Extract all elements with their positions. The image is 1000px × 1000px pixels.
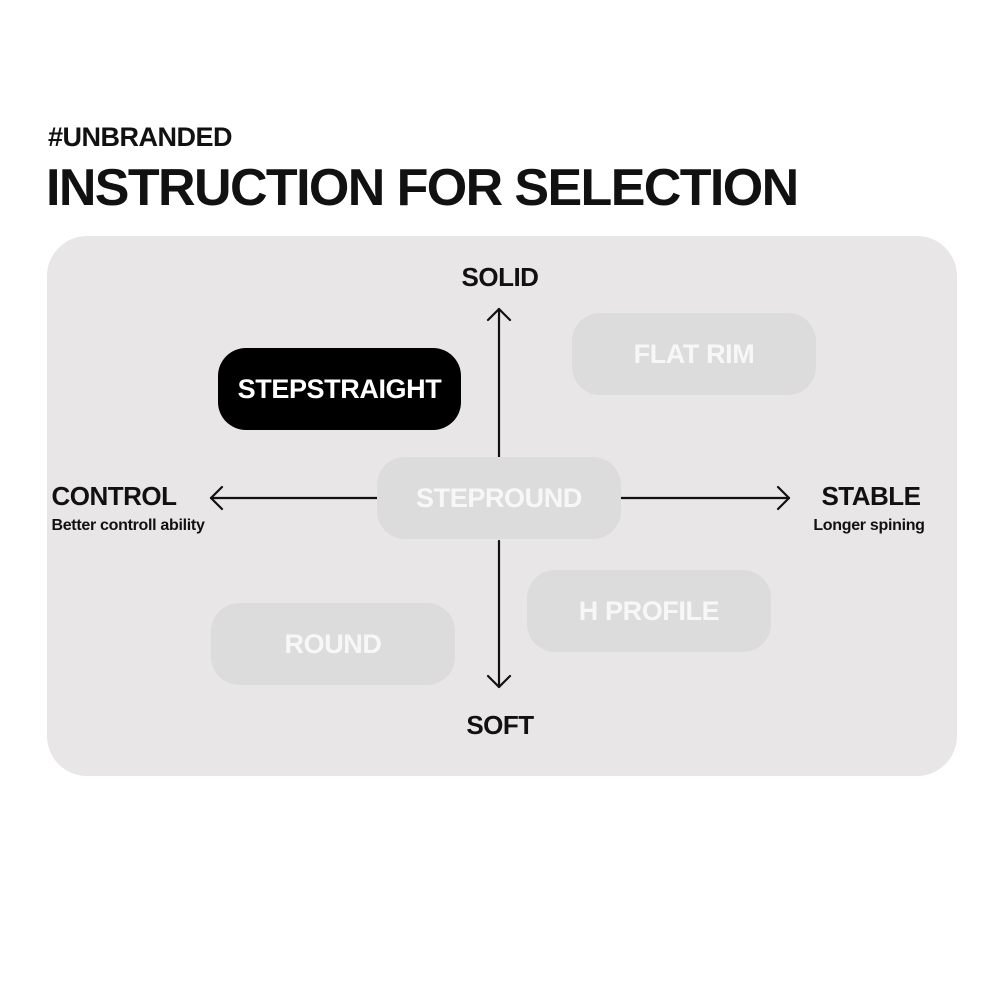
axis-sublabel-stable: Longer spining: [813, 517, 925, 534]
axis-label-soft: SOFT: [466, 710, 534, 740]
option-round[interactable]: ROUND: [211, 603, 455, 685]
page-title: INSTRUCTION FOR SELECTION: [46, 159, 799, 217]
axis-label-control: CONTROL: [51, 481, 177, 511]
axis-label-solid: SOLID: [461, 262, 539, 292]
option-h-profile[interactable]: H PROFILE: [527, 570, 771, 652]
arrow-left-icon: [209, 485, 224, 511]
arrow-right-icon: [776, 485, 791, 511]
option-stepstraight[interactable]: STEPSTRAIGHT: [218, 348, 461, 430]
brand-tag: #UNBRANDED: [48, 122, 233, 152]
arrow-down-icon: [486, 674, 512, 689]
option-flat-rim[interactable]: FLAT RIM: [572, 313, 816, 395]
axis-label-stable: STABLE: [821, 481, 921, 511]
option-stepround[interactable]: STEPROUND: [377, 457, 621, 539]
axis-sublabel-control: Better controll ability: [51, 517, 205, 534]
arrow-up-icon: [486, 307, 512, 322]
